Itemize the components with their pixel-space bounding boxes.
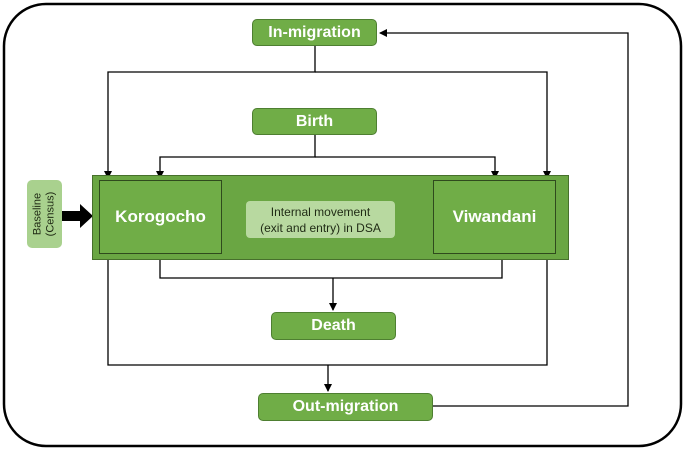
- birth-node: Birth: [252, 108, 377, 135]
- viwandani-node: Viwandani: [433, 180, 556, 254]
- birth-label: Birth: [295, 112, 334, 130]
- return-loop-connector: [379, 29, 629, 407]
- internal-movement-line1: Internal movement: [270, 204, 371, 219]
- birth-connector: [156, 135, 316, 179]
- korogocho-label: Korogocho: [115, 207, 206, 226]
- in-migration-node: In-migration: [252, 19, 377, 46]
- in-migration-label: In-migration: [268, 23, 361, 41]
- in-migration-connector-right: [315, 71, 551, 179]
- baseline-line2: (Census): [44, 191, 57, 237]
- baseline-label: Baseline (Census): [32, 192, 58, 237]
- baseline-line1: Baseline: [31, 192, 44, 236]
- birth-connector-right: [315, 156, 499, 179]
- death-node: Death: [271, 312, 396, 340]
- death-label: Death: [311, 317, 356, 334]
- internal-movement-line2: (exit and entry) in DSA: [260, 220, 381, 235]
- viwandani-label: Viwandani: [452, 207, 537, 226]
- out-migration-label: Out-migration: [292, 398, 399, 415]
- out-migration-node: Out-migration: [258, 393, 433, 421]
- korogocho-node: Korogocho: [99, 180, 222, 254]
- in-migration-connector: [104, 46, 316, 179]
- internal-movement-node: Internal movement (exit and entry) in DS…: [246, 201, 395, 238]
- baseline-arrow: [62, 204, 93, 228]
- death-connector: [159, 260, 503, 279]
- baseline-node: Baseline (Census): [27, 180, 62, 248]
